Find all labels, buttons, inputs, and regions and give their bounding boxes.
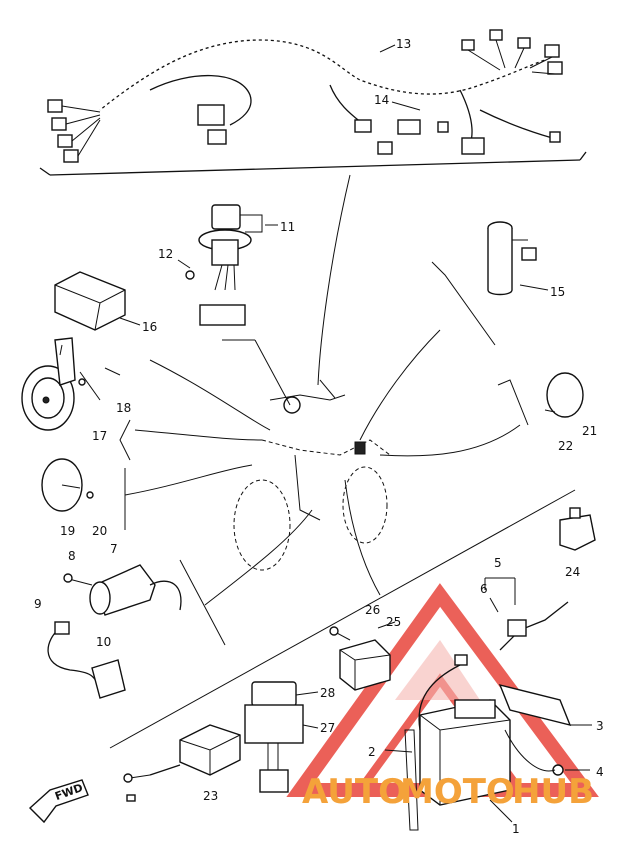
label-23: 23 bbox=[203, 789, 218, 803]
label-15: 15 bbox=[550, 285, 565, 299]
leader-14 bbox=[391, 101, 421, 111]
label-20: 20 bbox=[92, 524, 107, 538]
screw-12 bbox=[177, 259, 195, 280]
leader-13 bbox=[379, 44, 396, 53]
label-18: 18 bbox=[116, 401, 131, 415]
battery-assembly bbox=[404, 597, 572, 831]
reflector-side bbox=[544, 372, 584, 418]
leader-17 bbox=[59, 344, 63, 356]
label-3: 3 bbox=[596, 719, 604, 733]
leader-16 bbox=[119, 317, 141, 326]
label-4: 4 bbox=[596, 765, 604, 779]
leader-2 bbox=[384, 749, 413, 753]
wire-harness bbox=[47, 29, 563, 163]
label-25: 25 bbox=[386, 615, 401, 629]
label-27: 27 bbox=[320, 721, 335, 735]
reflector-rear bbox=[41, 458, 94, 512]
leader-5 bbox=[484, 577, 516, 605]
regulator-23 bbox=[123, 724, 241, 802]
relay-25 bbox=[329, 621, 396, 691]
label-13: 13 bbox=[396, 37, 411, 51]
label-7: 7 bbox=[110, 542, 118, 556]
motorcycle-outline bbox=[233, 379, 391, 571]
label-24: 24 bbox=[565, 565, 580, 579]
label-26: 26 bbox=[365, 603, 380, 617]
bolt-18 bbox=[78, 378, 86, 386]
watermark-text: AUTO MOTO HUB bbox=[302, 772, 594, 812]
watermark-part1: AUTO bbox=[302, 772, 407, 812]
main-switch bbox=[198, 204, 263, 326]
label-9: 9 bbox=[34, 597, 42, 611]
label-21: 21 bbox=[582, 424, 597, 438]
label-28: 28 bbox=[320, 686, 335, 700]
label-8: 8 bbox=[68, 549, 76, 563]
label-2: 2 bbox=[368, 745, 376, 759]
connector-24 bbox=[559, 507, 596, 551]
indicator-lamp bbox=[487, 221, 537, 296]
label-1: 1 bbox=[512, 822, 520, 836]
ignition-coil bbox=[47, 564, 182, 699]
label-19: 19 bbox=[60, 524, 75, 538]
watermark-part2: MOTO bbox=[400, 772, 515, 812]
cdi-unit bbox=[244, 681, 319, 793]
leader-1 bbox=[489, 799, 513, 823]
harness-frame bbox=[39, 151, 587, 176]
label-5: 5 bbox=[494, 556, 502, 570]
part-labels: 13 14 11 12 15 16 18 17 21 22 19 20 24 8… bbox=[34, 37, 604, 836]
fwd-arrow-icon: FWD bbox=[28, 779, 89, 824]
label-11: 11 bbox=[280, 220, 295, 234]
label-14: 14 bbox=[374, 93, 389, 107]
label-10: 10 bbox=[96, 635, 111, 649]
horn bbox=[21, 337, 101, 431]
label-12: 12 bbox=[158, 247, 173, 261]
leader-15 bbox=[519, 284, 549, 291]
watermark-part3: HUB bbox=[512, 772, 594, 812]
label-16: 16 bbox=[142, 320, 157, 334]
label-6: 6 bbox=[480, 582, 488, 596]
label-22: 22 bbox=[558, 439, 573, 453]
leader-curves bbox=[104, 174, 576, 749]
flasher-relay bbox=[54, 271, 126, 331]
label-17: 17 bbox=[92, 429, 107, 443]
